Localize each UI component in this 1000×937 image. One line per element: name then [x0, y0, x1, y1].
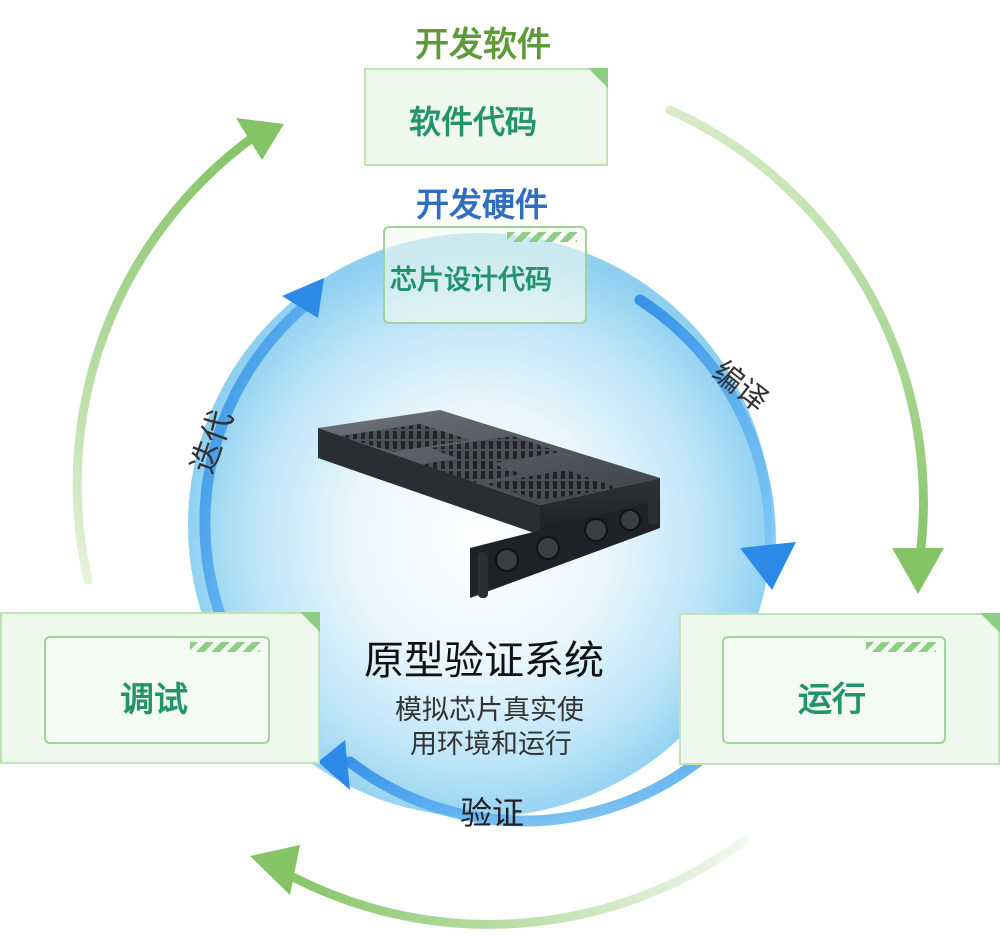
chip-code-box: [383, 226, 587, 324]
run-label: 运行: [798, 680, 866, 720]
software-code-box: [364, 68, 608, 166]
blue-head-verify: [318, 740, 350, 790]
arrow-head-bottom: [250, 845, 300, 895]
blue-head-compile: [740, 542, 796, 590]
develop-software-label: 开发软件: [415, 25, 551, 65]
debug-inner-box: [44, 636, 270, 744]
run-inner-box: [722, 636, 946, 744]
arrow-head-right: [892, 548, 944, 594]
develop-hardware-label: 开发硬件: [416, 185, 548, 224]
debug-label: 调试: [120, 680, 188, 720]
outer-arrow-right: [665, 105, 928, 575]
center-subtitle-line2: 用环境和运行: [410, 729, 572, 760]
verify-label: 验证: [460, 794, 525, 832]
center-title: 原型验证系统: [364, 638, 604, 684]
arrow-head-left: [236, 118, 284, 160]
halo-circle: [188, 233, 772, 817]
outer-arrow-bottom: [275, 835, 750, 929]
inner-arrow-verify: [344, 754, 706, 827]
inner-arrow-iterate: [199, 294, 318, 626]
inner-arrow-compile: [634, 294, 776, 561]
blue-head-iterate: [282, 278, 324, 318]
chip-code-label: 芯片设计代码: [390, 265, 552, 296]
center-subtitle-line1: 模拟芯片真实使: [395, 695, 584, 726]
outer-arrow-left: [72, 133, 257, 585]
software-code-label: 软件代码: [409, 103, 538, 141]
server-chassis-icon: [318, 410, 660, 598]
